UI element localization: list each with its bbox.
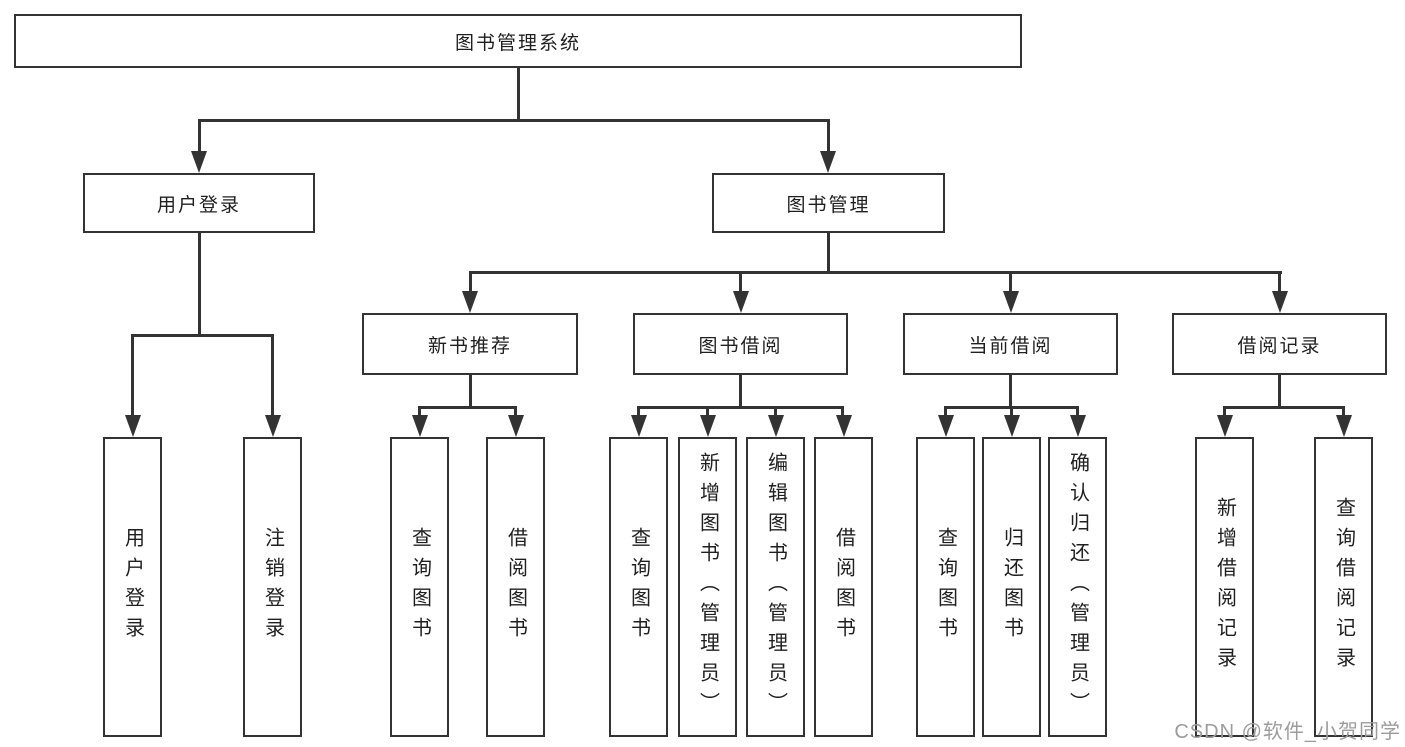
node-leaf-borrow-books-2: 借阅图书 [814, 437, 873, 737]
arrow-down-icon [1069, 415, 1086, 437]
arrow-down-icon [191, 151, 207, 173]
node-borrowing-records: 借阅记录 [1172, 313, 1387, 375]
arrow-down-icon [1216, 415, 1233, 437]
arrow-down-icon [767, 415, 784, 437]
connector-line [739, 271, 742, 293]
node-new-book-recommendation: 新书推荐 [362, 313, 578, 375]
arrow-down-icon [1271, 291, 1288, 313]
connector-line [516, 68, 520, 122]
connector-line [706, 406, 709, 418]
connector-line [468, 375, 472, 408]
node-leaf-add-books-admin: 新增图书（管理员） [678, 437, 737, 737]
arrow-down-icon [264, 415, 281, 437]
node-book-borrowing: 图书借阅 [633, 313, 848, 375]
connector-line [197, 233, 201, 336]
connector-line [637, 406, 844, 409]
connector-line [826, 233, 830, 273]
node-leaf-add-borrow-record: 新增借阅记录 [1195, 437, 1254, 737]
connector-line [131, 334, 274, 337]
node-leaf-query-books-2: 查询图书 [609, 437, 668, 737]
connector-line [774, 406, 777, 418]
node-leaf-borrow-books-1: 借阅图书 [486, 437, 545, 737]
arrow-down-icon [699, 415, 716, 437]
node-leaf-edit-books-admin: 编辑图书（管理员） [746, 437, 805, 737]
connector-line [1009, 271, 1012, 293]
node-library-management-system: 图书管理系统 [14, 14, 1022, 68]
connector-line [468, 271, 1282, 274]
connector-line [418, 406, 517, 409]
arrow-down-icon [820, 151, 836, 173]
connector-line [197, 119, 830, 122]
connector-line [1076, 406, 1079, 418]
node-leaf-confirm-return-admin: 确认归还（管理员） [1048, 437, 1107, 737]
connector-line [1342, 406, 1345, 418]
connector-line [468, 271, 472, 293]
connector-line [1278, 271, 1281, 293]
node-leaf-query-books-3: 查询图书 [916, 437, 975, 737]
arrow-down-icon [411, 415, 428, 437]
connector-line [826, 119, 830, 155]
arrow-down-icon [937, 415, 954, 437]
node-leaf-logout: 注销登录 [243, 437, 302, 737]
connector-line [514, 406, 517, 418]
arrow-down-icon [462, 291, 478, 313]
node-leaf-user-login: 用户登录 [103, 437, 162, 737]
node-current-borrowing: 当前借阅 [903, 313, 1118, 375]
node-user-login-branch: 用户登录 [83, 173, 315, 233]
node-leaf-query-borrow-record: 查询借阅记录 [1314, 437, 1373, 737]
arrow-down-icon [1002, 291, 1019, 313]
arrow-down-icon [124, 415, 141, 437]
arrow-down-icon [1003, 415, 1020, 437]
arrow-down-icon [1335, 415, 1352, 437]
connector-line [1223, 406, 1345, 409]
connector-line [637, 406, 640, 418]
connector-line [131, 334, 134, 417]
connector-line [1009, 375, 1012, 408]
connector-line [1010, 406, 1013, 418]
connector-line [944, 406, 947, 418]
arrow-down-icon [630, 415, 647, 437]
arrow-down-icon [507, 415, 524, 437]
connector-line [1278, 375, 1281, 408]
connector-line [841, 406, 844, 418]
connector-line [418, 406, 421, 418]
connector-line [271, 334, 274, 417]
connector-line [739, 375, 742, 408]
connector-line [197, 119, 201, 155]
arrow-down-icon [836, 415, 852, 437]
node-leaf-return-books: 归还图书 [982, 437, 1041, 737]
node-leaf-query-books-1: 查询图书 [390, 437, 449, 737]
watermark: CSDN @软件_小贺同学 [1174, 721, 1401, 743]
arrow-down-icon [732, 291, 749, 313]
connector-line [1223, 406, 1226, 418]
node-book-management: 图书管理 [712, 173, 945, 233]
